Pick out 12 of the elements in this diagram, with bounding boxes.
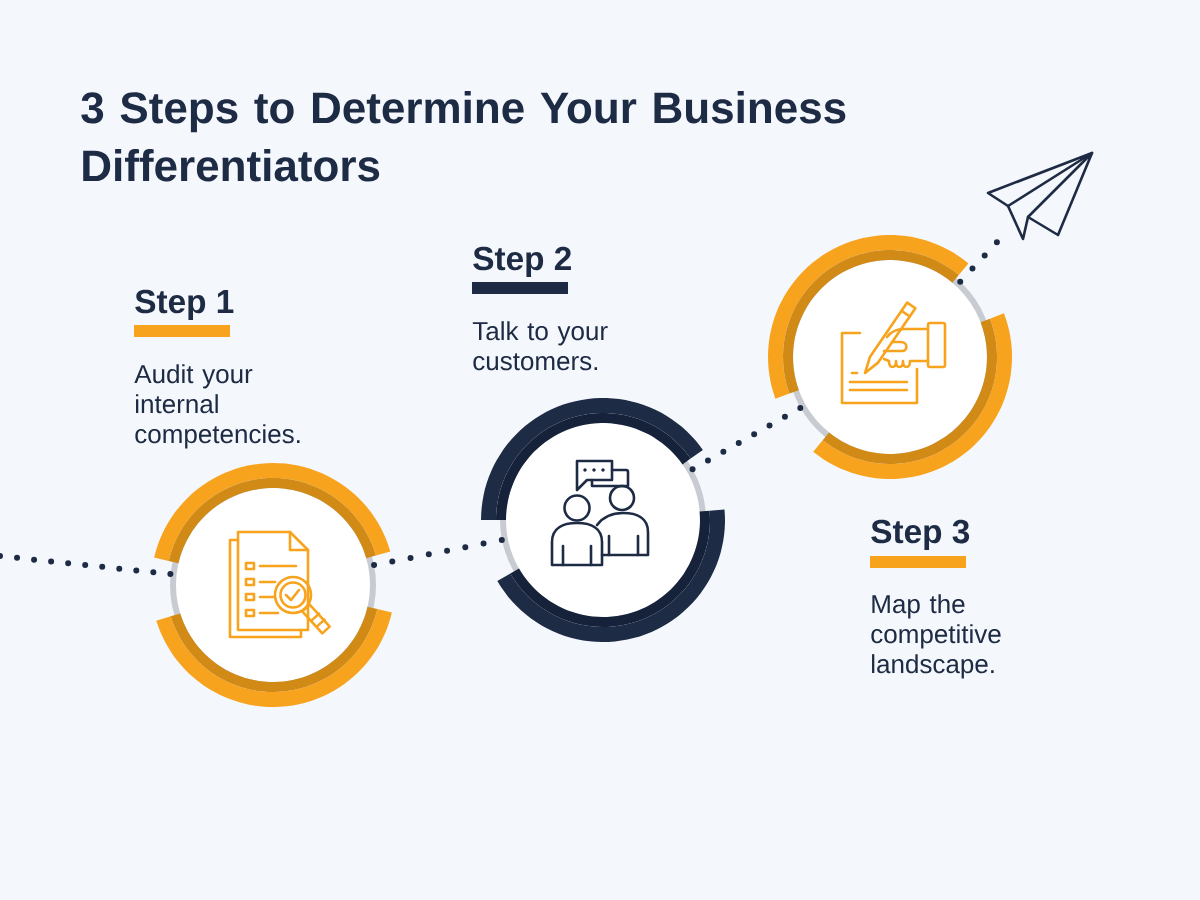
dotted-line — [957, 239, 1000, 285]
dotted-line — [0, 553, 174, 578]
step-description: Map the competitive landscape. — [871, 594, 1001, 679]
step-heading: Step 1 — [135, 289, 234, 320]
step-description: Talk to your customers. — [472, 321, 608, 371]
paper-plane — [986, 151, 1094, 241]
dotted-line — [371, 536, 505, 569]
step-heading: Step 3 — [871, 519, 970, 550]
dotted-line — [689, 404, 804, 473]
step-description: Audit your internal competencies. — [134, 364, 300, 449]
step-heading: Step 2 — [473, 246, 571, 277]
title: 3 Steps to Determine Your Business Differentiators — [81, 91, 846, 182]
